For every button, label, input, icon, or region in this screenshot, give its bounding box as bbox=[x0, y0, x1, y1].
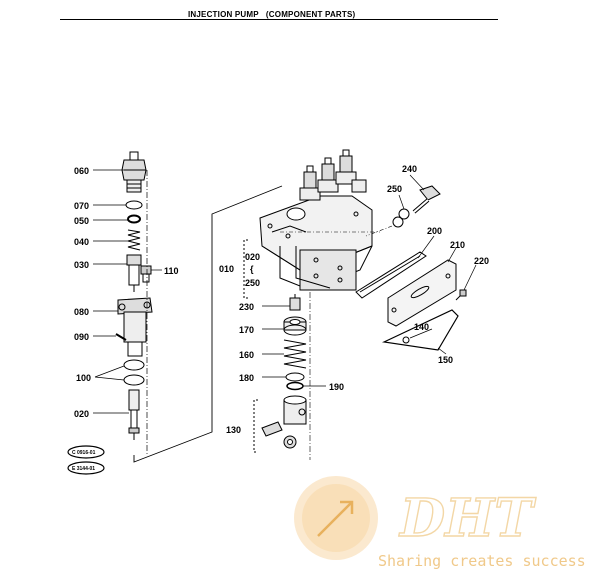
label-170: 170 bbox=[239, 325, 254, 335]
label-010-sub-020: 020 bbox=[245, 252, 260, 262]
label-240: 240 bbox=[402, 164, 417, 174]
leader-lines bbox=[93, 169, 477, 414]
label-010: 010 bbox=[219, 264, 234, 274]
part-250-washer-lower bbox=[392, 216, 404, 228]
part-110-plug bbox=[140, 265, 152, 283]
part-220-screw bbox=[455, 289, 467, 301]
part-160-spring bbox=[283, 339, 307, 369]
label-100: 100 bbox=[76, 373, 91, 383]
watermark-logo: DHT Sharing creates success bbox=[294, 476, 586, 570]
label-180: 180 bbox=[239, 373, 254, 383]
label-060: 060 bbox=[74, 166, 89, 176]
pump-valve-holders bbox=[299, 149, 367, 201]
part-100-o-ring-upper bbox=[123, 359, 145, 371]
part-140-pin bbox=[402, 336, 410, 344]
part-130-tappet bbox=[261, 395, 307, 449]
label-050: 050 bbox=[74, 216, 89, 226]
label-230: 230 bbox=[239, 302, 254, 312]
part-080-barrel bbox=[117, 297, 153, 357]
label-040: 040 bbox=[74, 237, 89, 247]
watermark-logo-text: DHT bbox=[398, 488, 536, 549]
label-030: 030 bbox=[74, 260, 89, 270]
part-040-spring bbox=[127, 229, 141, 251]
svg-text:C 0916-01: C 0916-01 bbox=[72, 450, 96, 456]
part-240-bolt bbox=[412, 185, 441, 214]
part-050-gasket bbox=[127, 214, 141, 224]
label-010-sub-250: 250 bbox=[245, 278, 260, 288]
label-010-brace: { bbox=[250, 264, 254, 274]
part-070-o-ring bbox=[125, 200, 143, 210]
header-rule bbox=[60, 19, 498, 20]
label-090: 090 bbox=[74, 332, 89, 342]
label-250: 250 bbox=[387, 184, 402, 194]
assembly-bracket-line bbox=[133, 185, 283, 463]
label-130: 130 bbox=[226, 425, 241, 435]
part-190-washer bbox=[286, 381, 304, 391]
label-160: 160 bbox=[239, 350, 254, 360]
pump-housing bbox=[259, 195, 373, 291]
part-100-o-ring-lower bbox=[123, 374, 145, 386]
part-200-gasket bbox=[355, 251, 427, 299]
part-210-cover bbox=[387, 259, 457, 327]
svg-text:E 3144-01: E 3144-01 bbox=[72, 466, 95, 472]
label-220: 220 bbox=[474, 256, 489, 266]
part-170-spring-seat bbox=[283, 316, 307, 336]
part-060-valve-holder bbox=[121, 151, 147, 193]
bracket-130 bbox=[253, 399, 258, 453]
stamp-c0916: C 0916-01 bbox=[67, 445, 105, 459]
label-150: 150 bbox=[438, 355, 453, 365]
label-020: 020 bbox=[74, 409, 89, 419]
part-150-seal-wire bbox=[381, 309, 459, 351]
label-140: 140 bbox=[414, 322, 429, 332]
part-020-plunger bbox=[128, 389, 140, 440]
label-110: 110 bbox=[164, 266, 179, 276]
part-090-pin bbox=[115, 333, 127, 341]
watermark-tagline: Sharing creates success bbox=[378, 552, 586, 570]
label-210: 210 bbox=[450, 240, 465, 250]
label-190: 190 bbox=[329, 382, 344, 392]
bracket-010 bbox=[243, 239, 248, 299]
part-030-delivery-valve bbox=[126, 254, 142, 292]
page-title: INJECTION PUMP (COMPONENT PARTS) bbox=[188, 10, 356, 19]
label-080: 080 bbox=[74, 307, 89, 317]
part-180-shim bbox=[285, 372, 305, 382]
part-230-tappet-guide bbox=[289, 294, 301, 311]
stamp-e3144: E 3144-01 bbox=[67, 461, 105, 475]
label-200: 200 bbox=[427, 226, 442, 236]
label-070: 070 bbox=[74, 201, 89, 211]
